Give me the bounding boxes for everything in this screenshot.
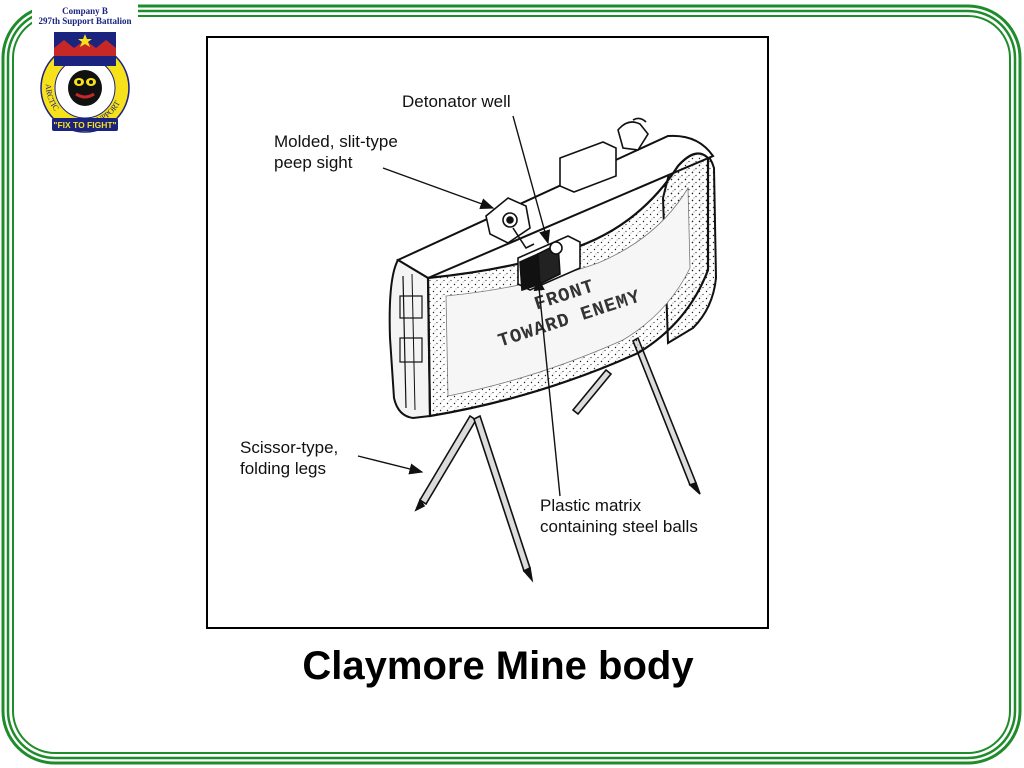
mine-left-end [388, 258, 432, 420]
badge-unit-line-2: 297th Support Battalion [38, 16, 132, 26]
slide-caption: Claymore Mine body [302, 644, 694, 688]
claymore-illustration: FRONT TOWARD ENEMY [357, 115, 718, 583]
label-legs-line-2: folding legs [240, 459, 327, 478]
crest-motto: "FIX TO FIGHT" [53, 120, 116, 130]
arrow-matrix [533, 276, 561, 497]
arrow-peep-sight [382, 167, 495, 209]
label-legs-line-1: Scissor-type, [240, 438, 339, 457]
mine-top [395, 134, 715, 280]
diagram-box: FRONT TOWARD ENEMY [206, 36, 769, 629]
front-legs [414, 414, 701, 583]
label-matrix-line-2: containing steel balls [540, 517, 698, 536]
label-matrix-line-1: Plastic matrix [540, 496, 642, 515]
callout-arrows [357, 115, 561, 497]
label-detonator-well: Detonator well [402, 92, 511, 111]
badge-unit-line-1: Company B [62, 6, 108, 16]
label-peep-sight-line-1: Molded, slit-type [274, 132, 398, 151]
unit-badge: Company B 297th Support Battalion [32, 2, 138, 138]
detonator-well [517, 235, 581, 292]
top-rear-fittings [559, 117, 649, 193]
crest-motto-ribbon [52, 118, 118, 131]
arrow-detonator-well [512, 115, 551, 245]
arrow-legs [357, 455, 424, 475]
peep-sight [485, 197, 535, 250]
label-peep-sight-line-2: peep sight [274, 153, 353, 172]
crest-emblem: ARCTIC SUPPORT "FIX TO FIGHT" [40, 32, 130, 133]
crest-totem-face [68, 70, 102, 106]
